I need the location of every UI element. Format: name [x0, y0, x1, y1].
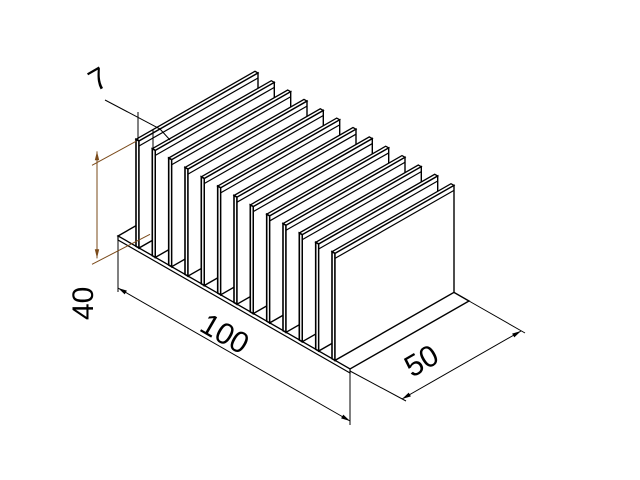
extension-line: [349, 370, 407, 402]
fin: [330, 182, 456, 362]
extension-line: [468, 300, 526, 334]
fin-chamfer-line: [236, 133, 357, 203]
dimension-fin-gap-label: 7: [83, 61, 114, 98]
fin-chamfer-line: [155, 86, 275, 156]
dimension-width: [401, 330, 522, 400]
dimensions: [91, 99, 526, 425]
dimension-height: [94, 151, 100, 259]
fin-chamfer-line: [318, 180, 438, 250]
fin-chamfer-line: [171, 96, 291, 166]
fin-chamfer-line: [187, 105, 308, 175]
extension-line: [91, 233, 151, 265]
dimension-width-label: 50: [399, 339, 444, 384]
arrowhead-icon: [94, 151, 100, 161]
dimension-height-label: 40: [67, 287, 100, 320]
fin-chamfer-line: [253, 143, 373, 213]
arrowhead-icon: [94, 249, 100, 259]
fins: [134, 70, 456, 362]
dimension-width-line: [401, 330, 522, 400]
fin-chamfer-line: [220, 124, 340, 194]
arrowhead-icon: [118, 288, 127, 295]
dimension-length: [117, 287, 351, 422]
fin-chamfer-line: [138, 77, 259, 147]
dimension-length-line: [117, 287, 351, 422]
fin-chamfer-line: [204, 114, 324, 184]
leader-line: [104, 99, 161, 130]
fin-chamfer-line: [269, 152, 389, 222]
arrowhead-icon: [402, 392, 411, 399]
fin-chamfer-line: [285, 161, 406, 231]
arrowhead-icon: [341, 414, 350, 421]
fin-face: [334, 184, 455, 362]
fin-chamfer-line: [302, 171, 422, 241]
fin-chamfer-line: [334, 189, 455, 259]
dimension-length-label: 100: [195, 307, 255, 361]
extension-line: [91, 140, 137, 166]
leader-line: [159, 128, 171, 141]
arrowhead-icon: [512, 331, 521, 338]
